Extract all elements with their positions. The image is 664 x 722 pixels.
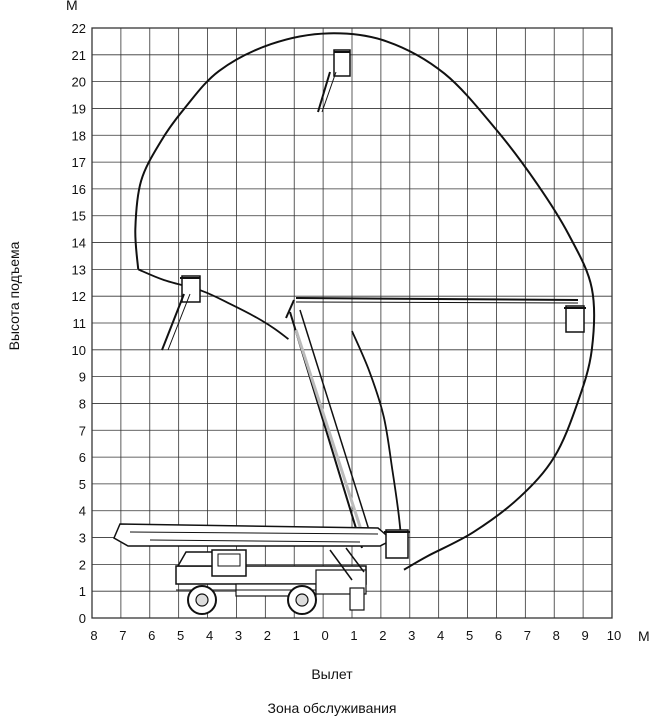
basket-right — [564, 305, 586, 333]
x-tick-label: 0 — [321, 628, 328, 643]
x-axis-label: Вылет — [311, 666, 353, 682]
lower-boom — [113, 523, 394, 547]
y-tick-label: 1 — [79, 584, 86, 599]
y-tick-label: 20 — [72, 75, 86, 90]
y-tick-label: 10 — [72, 343, 86, 358]
y-tick-label: 3 — [79, 531, 86, 546]
inner-envelope-lower — [351, 330, 403, 538]
basket-left — [161, 275, 201, 351]
x-tick-label: 1 — [293, 628, 300, 643]
y-tick-label: 15 — [72, 209, 86, 224]
grid — [91, 27, 613, 619]
x-unit-label: М — [638, 628, 650, 644]
x-tick-label: 5 — [466, 628, 473, 643]
x-tick-label: 3 — [235, 628, 242, 643]
x-tick-label: 1 — [350, 628, 357, 643]
basket-bottom — [384, 529, 410, 559]
x-tick-label: 2 — [264, 628, 271, 643]
y-tick-label: 2 — [79, 557, 86, 572]
truck — [175, 547, 367, 615]
y-tick-label: 5 — [79, 477, 86, 492]
main-boom — [289, 309, 375, 549]
y-tick-label: 13 — [72, 262, 86, 277]
x-tick-label: 9 — [581, 628, 588, 643]
horizontal-boom — [285, 297, 579, 319]
x-tick-label: 3 — [408, 628, 415, 643]
y-tick-label: 19 — [72, 101, 86, 116]
y-tick-label: 4 — [79, 504, 86, 519]
caption: Зона обслуживания — [267, 700, 397, 716]
y-tick-label: 7 — [79, 423, 86, 438]
x-tick-label: 7 — [524, 628, 531, 643]
x-tick-label: 6 — [495, 628, 502, 643]
y-unit-label: М — [66, 0, 78, 13]
y-axis-label: Высота подъема — [6, 241, 22, 351]
y-tick-label: 17 — [72, 155, 86, 170]
x-tick-label: 6 — [148, 628, 155, 643]
basket-top — [317, 49, 351, 113]
inner-envelope-upper — [137, 268, 289, 340]
x-tick-label: 4 — [437, 628, 444, 643]
y-tick-label: 8 — [79, 396, 86, 411]
x-tick-label: 4 — [206, 628, 213, 643]
y-tick-label: 14 — [72, 236, 86, 251]
y-tick-label: 6 — [79, 450, 86, 465]
y-tick-label: 21 — [72, 48, 86, 63]
y-tick-label: 22 — [72, 21, 86, 36]
x-tick-label: 8 — [553, 628, 560, 643]
work-zone-envelope — [134, 32, 596, 571]
x-tick-label: 7 — [119, 628, 126, 643]
x-tick-label: 2 — [379, 628, 386, 643]
x-tick-label: 10 — [607, 628, 621, 643]
y-tick-label: 0 — [79, 611, 86, 626]
y-tick-label: 11 — [73, 316, 87, 331]
y-tick-label: 9 — [79, 370, 86, 385]
x-tick-label: 5 — [177, 628, 184, 643]
x-tick-label: 8 — [90, 628, 97, 643]
y-tick-label: 16 — [72, 182, 86, 197]
y-tick-label: 18 — [72, 128, 86, 143]
y-tick-label: 12 — [72, 289, 86, 304]
